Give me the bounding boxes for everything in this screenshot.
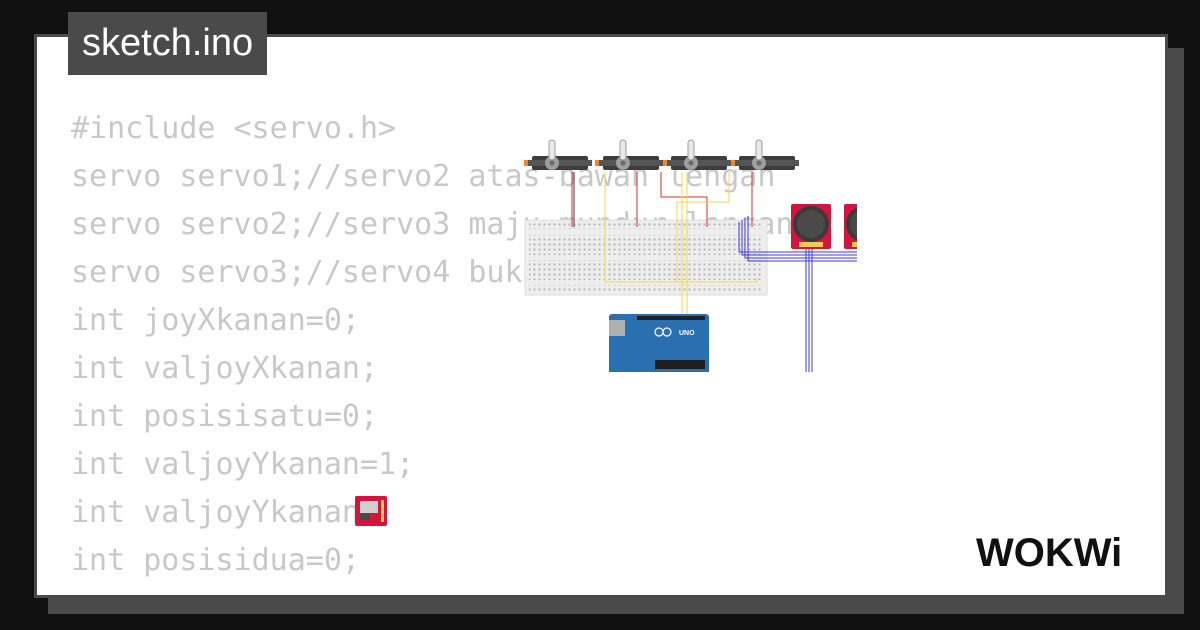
code-line: int valjoyYkanan; bbox=[71, 495, 379, 530]
code-line: int valjoyXkiri=2; bbox=[71, 585, 793, 595]
code-line: int joyXkanan=0; bbox=[71, 303, 360, 338]
code-line: #include <servo.h> bbox=[71, 111, 397, 146]
arduino-uno-icon: UNO bbox=[609, 314, 709, 372]
file-tab[interactable]: sketch.ino bbox=[68, 12, 268, 75]
servo-motor-icon bbox=[730, 139, 800, 171]
code-line: servo servo1;//servo2 atas-bawah lengan bbox=[71, 159, 776, 194]
servo-motor-icon bbox=[662, 139, 732, 171]
code-line: int posisidua=0; bbox=[71, 543, 360, 578]
brand-logo-text: WOKWi bbox=[976, 531, 1122, 575]
breadboard-icon bbox=[524, 219, 768, 296]
sd-card-module-icon bbox=[355, 496, 387, 526]
servo-motor-icon bbox=[594, 139, 664, 171]
code-line: int valjoyYkanan=1; bbox=[71, 447, 415, 482]
code-line: int posisisatu=0; bbox=[71, 399, 379, 434]
code-line: int valjoyXkanan; bbox=[71, 351, 379, 386]
code-preview: #include <servo.h> servo servo1;//servo2 … bbox=[71, 105, 793, 595]
wokwi-logo: WOKWi bbox=[976, 530, 1123, 576]
joystick-module-icon bbox=[844, 204, 857, 249]
wires bbox=[571, 172, 857, 372]
board-label: UNO bbox=[679, 330, 695, 337]
preview-card: #include <servo.h> servo servo1;//servo2 … bbox=[34, 34, 1168, 598]
joystick-module-icon bbox=[791, 204, 831, 249]
servo-motor-icon bbox=[523, 139, 593, 171]
circuit-diagram: UNO bbox=[523, 139, 857, 372]
